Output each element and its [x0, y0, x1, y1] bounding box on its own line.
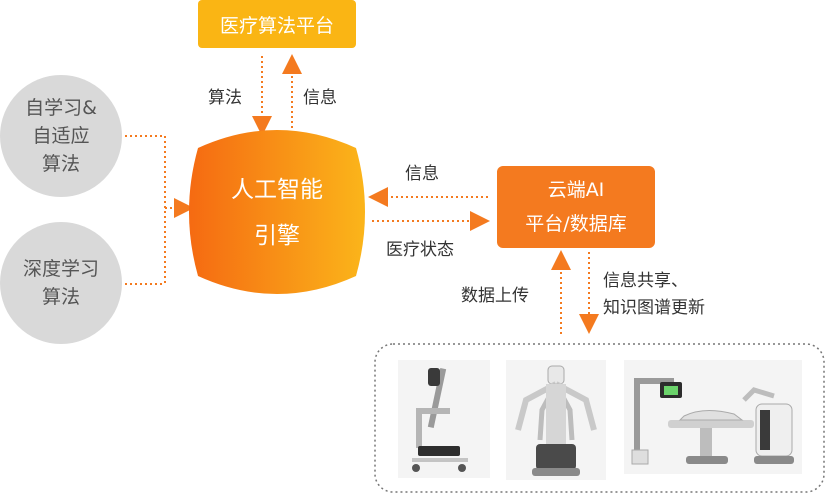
- deep-learning-algorithm-label: 深度学习 算法: [22, 258, 99, 308]
- left-bracket-connector: [125, 135, 194, 285]
- self-adaptive-algorithm-circle: 自学习& 自适应 算法: [0, 75, 122, 197]
- cloud-ai-platform: 云端AI 平台/数据库: [497, 166, 655, 248]
- surgical-robot-multiarm-icon: [506, 360, 606, 480]
- ai-engine-line2: 引擎: [254, 223, 300, 249]
- medical-algorithm-platform-label: 医疗算法平台: [219, 14, 334, 37]
- ai-engine: 人工智能 引擎: [196, 150, 358, 276]
- cloud-ai-line2: 平台/数据库: [525, 213, 627, 235]
- info-up-label: 信息: [303, 88, 337, 108]
- medical-status-label: 医疗状态: [386, 240, 454, 260]
- info-left-label: 信息: [405, 164, 439, 184]
- cloud-ai-line1: 云端AI: [547, 179, 605, 201]
- medical-algorithm-platform: 医疗算法平台: [198, 0, 356, 48]
- self-adaptive-algorithm-label: 自学习& 自适应 算法: [25, 97, 97, 175]
- robot-arm-cart-icon: [398, 360, 490, 478]
- algorithm-label: 算法: [208, 88, 242, 108]
- data-upload-label: 数据上传: [461, 286, 529, 306]
- deep-learning-algorithm-circle: 深度学习 算法: [0, 222, 122, 344]
- surgical-console-table-icon: [624, 360, 802, 474]
- ai-engine-line1: 人工智能: [231, 177, 323, 203]
- devices-container: [374, 343, 825, 493]
- info-share-label: 信息共享、 知识图谱更新: [603, 271, 705, 318]
